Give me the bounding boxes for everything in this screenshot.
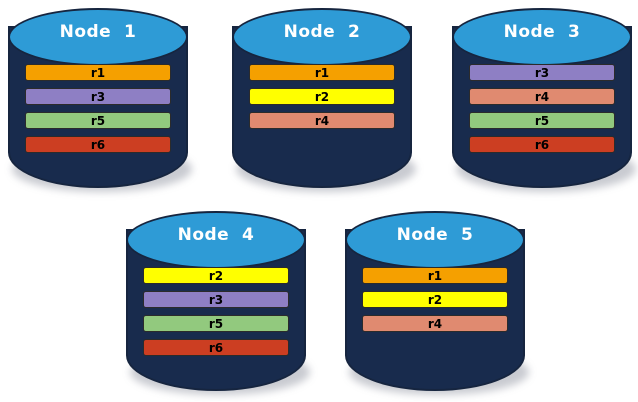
replica-bar[interactable]: r2 xyxy=(362,291,508,308)
database-node[interactable]: Node 2 r1 r2 r4 xyxy=(232,8,416,192)
replica-bar[interactable]: r1 xyxy=(362,267,508,284)
replica-bar[interactable]: r1 xyxy=(25,64,171,81)
database-node[interactable]: Node 1 r1 r3 r5 r6 xyxy=(8,8,192,192)
replica-bar[interactable]: r6 xyxy=(469,136,615,153)
node-title: Node 2 xyxy=(283,22,361,42)
replica-bar[interactable]: r1 xyxy=(249,64,395,81)
replica-list: r3 r4 r5 r6 xyxy=(452,64,632,160)
replica-list: r2 r3 r5 r6 xyxy=(126,267,306,363)
replica-list: r1 r2 r4 xyxy=(345,267,525,339)
replica-bar[interactable]: r5 xyxy=(143,315,289,332)
replica-bar[interactable]: r4 xyxy=(469,88,615,105)
node-title: Node 4 xyxy=(177,225,255,245)
node-title: Node 3 xyxy=(503,22,581,42)
database-node[interactable]: Node 3 r3 r4 r5 r6 xyxy=(452,8,636,192)
replica-bar[interactable]: r6 xyxy=(25,136,171,153)
cylinder-top-ellipse xyxy=(345,211,525,269)
database-node[interactable]: Node 5 r1 r2 r4 xyxy=(345,211,529,395)
database-node[interactable]: Node 4 r2 r3 r5 r6 xyxy=(126,211,310,395)
node-title: Node 5 xyxy=(396,225,474,245)
node-title: Node 1 xyxy=(59,22,137,42)
replica-bar[interactable]: r2 xyxy=(249,88,395,105)
replica-list: r1 r3 r5 r6 xyxy=(8,64,188,160)
replica-bar[interactable]: r3 xyxy=(143,291,289,308)
replica-bar[interactable]: r2 xyxy=(143,267,289,284)
replica-bar[interactable]: r4 xyxy=(249,112,395,129)
replica-bar[interactable]: r6 xyxy=(143,339,289,356)
replica-bar[interactable]: r3 xyxy=(469,64,615,81)
replica-list: r1 r2 r4 xyxy=(232,64,412,136)
replica-bar[interactable]: r3 xyxy=(25,88,171,105)
replica-bar[interactable]: r5 xyxy=(25,112,171,129)
replica-bar[interactable]: r4 xyxy=(362,315,508,332)
replica-bar[interactable]: r5 xyxy=(469,112,615,129)
cylinder-top-ellipse xyxy=(126,211,306,269)
